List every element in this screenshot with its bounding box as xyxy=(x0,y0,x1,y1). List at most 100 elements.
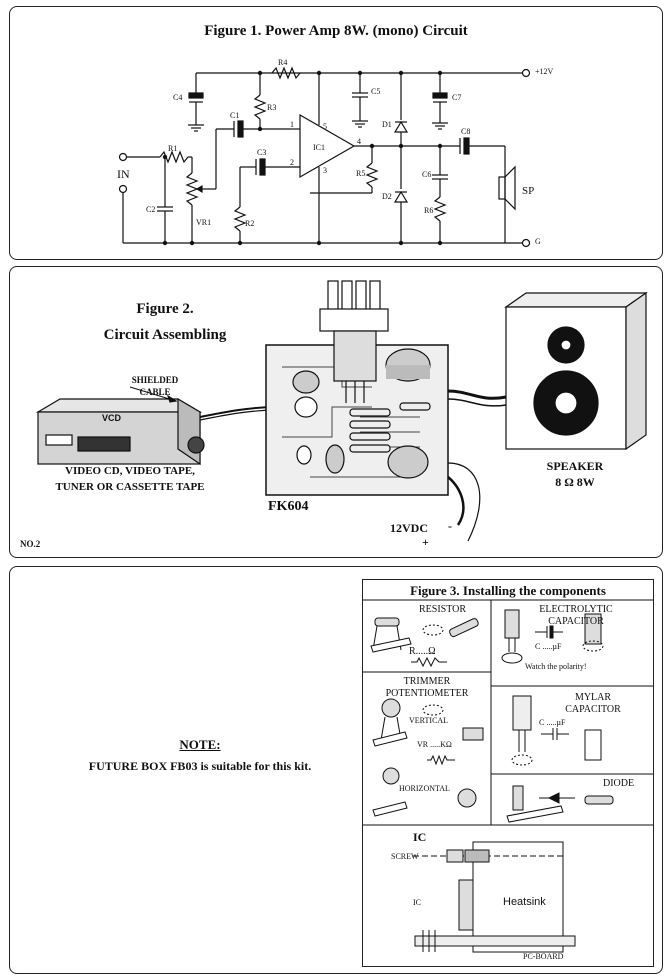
label-pin4: 4 xyxy=(357,137,361,146)
supply-plus-label: + xyxy=(422,535,429,549)
trimmer-symbol: VR .....KΩ xyxy=(417,740,452,749)
label-plus12v: +12V xyxy=(535,67,554,76)
figure1-title: Figure 1. Power Amp 8W. (mono) Circuit xyxy=(204,23,468,39)
label-c5: C5 xyxy=(371,87,381,96)
figure2-panel: VCD Figure 2. Circuit Assembling SHIELDE… xyxy=(9,266,663,558)
shielded-cable-label-line2: CABLE xyxy=(139,387,171,397)
trimmer-title-line1: TRIMMER xyxy=(403,676,451,687)
label-r3: R3 xyxy=(267,103,277,112)
label-r5: R5 xyxy=(356,169,366,178)
figure3-panel: NOTE: FUTURE BOX FB03 is suitable for th… xyxy=(9,566,663,974)
resistor-symbol: R.....Ω xyxy=(409,646,436,657)
ic-label: IC xyxy=(413,898,421,907)
r3-resistor xyxy=(253,94,267,120)
electrolytic-install-drawing xyxy=(501,609,604,664)
r2-resistor xyxy=(233,206,247,232)
install-box: Figure 3. Installing the components RESI… xyxy=(362,579,654,967)
trimmer-horizontal-label: HORIZONTAL xyxy=(399,784,450,793)
c3-capacitor xyxy=(259,158,266,176)
input-terminal xyxy=(118,152,128,162)
source-label-line1: VIDEO CD, VIDEO TAPE, xyxy=(65,465,195,477)
panel-number: NO.2 xyxy=(20,539,41,549)
d2-diode xyxy=(393,190,409,203)
label-r4: R4 xyxy=(278,58,288,67)
shielded-cable-label-line1: SHIELDED xyxy=(131,375,179,385)
speaker-cabinet-illustration xyxy=(504,291,648,451)
d1-diode xyxy=(393,120,409,133)
label-r1: R1 xyxy=(168,144,178,153)
power-amp-schematic xyxy=(118,66,531,248)
label-c4: C4 xyxy=(173,93,183,102)
label-c6: C6 xyxy=(422,170,432,179)
mylar-symbol: C .....µF xyxy=(539,718,566,727)
install-illustrations xyxy=(363,599,653,953)
ic-title: IC xyxy=(413,830,427,844)
label-ic1: IC1 xyxy=(313,143,325,152)
trimmer-vertical-label: VERTICAL xyxy=(409,716,449,725)
label-g: G xyxy=(535,237,541,246)
electrolytic-title-line2: CAPACITOR xyxy=(548,616,604,627)
label-d2: D2 xyxy=(382,192,392,201)
figure2-title-line1: Figure 2. xyxy=(136,301,194,317)
mylar-install-drawing xyxy=(511,695,602,766)
vcd-display-label: VCD xyxy=(102,413,122,423)
vcd-player-illustration xyxy=(35,397,205,466)
ground-terminal xyxy=(521,238,531,248)
note-text: FUTURE BOX FB03 is suitable for this kit… xyxy=(88,759,312,773)
input-ground-terminal xyxy=(118,184,128,194)
diode-install-drawing xyxy=(506,785,614,823)
source-label-line2: TUNER OR CASSETTE TAPE xyxy=(55,481,205,493)
r4-resistor xyxy=(271,66,301,80)
label-c2: C2 xyxy=(146,205,156,214)
diode-title: DIODE xyxy=(603,778,635,789)
resistor-title: RESISTOR xyxy=(419,604,467,615)
figure1-panel: Figure 1. Power Amp 8W. (mono) Circuit xyxy=(9,6,663,260)
r5-resistor xyxy=(365,162,379,188)
figure2-title-line2: Circuit Assembling xyxy=(103,327,227,343)
label-vr1: VR1 xyxy=(196,218,212,227)
speaker-label-line2: 8 Ω 8W xyxy=(555,475,595,489)
label-c1: C1 xyxy=(230,111,240,120)
ic-screw-label: SCREW xyxy=(391,852,419,861)
label-sp: SP xyxy=(522,185,535,197)
speaker-symbol xyxy=(498,176,506,200)
vr1-potentiometer xyxy=(185,172,199,206)
r1-resistor xyxy=(159,150,189,164)
label-pin2: 2 xyxy=(290,158,294,167)
assembly-illustration xyxy=(35,280,648,542)
supply-label: 12VDC xyxy=(390,521,428,535)
label-pin5: 5 xyxy=(323,122,327,131)
mylar-title-line1: MYLAR xyxy=(574,692,612,703)
label-c3: C3 xyxy=(257,148,267,157)
label-r2: R2 xyxy=(245,219,255,228)
heatsink-illustration xyxy=(319,280,389,403)
c1-capacitor xyxy=(237,120,244,138)
trimmer-title-line2: POTENTIOMETER xyxy=(385,688,469,699)
figure3-title: Figure 3. Installing the components xyxy=(410,583,606,598)
mylar-title-line2: CAPACITOR xyxy=(565,704,621,715)
speaker-label-line1: SPEAKER xyxy=(546,459,604,473)
plus12v-terminal xyxy=(521,68,531,78)
note-heading: NOTE: xyxy=(179,737,221,752)
c8-capacitor xyxy=(463,137,470,155)
label-pin3: 3 xyxy=(323,166,327,175)
ic-heatsink-drawing xyxy=(413,841,576,953)
supply-minus-label: - xyxy=(448,519,452,533)
label-in: IN xyxy=(117,167,130,181)
pcboard-label: PC-BOARD xyxy=(523,952,564,961)
heatsink-label: Heatsink xyxy=(503,896,546,908)
resistor-install-drawing xyxy=(370,617,479,668)
label-c8: C8 xyxy=(461,127,471,136)
trimmer-install-drawing xyxy=(372,698,484,817)
label-c7: C7 xyxy=(452,93,462,102)
c7-capacitor xyxy=(432,92,448,99)
electrolytic-title-line1: ELECTROLYTIC xyxy=(539,604,613,615)
label-pin1: 1 xyxy=(290,120,294,129)
c4-capacitor xyxy=(188,92,204,99)
board-label: FK604 xyxy=(268,499,309,514)
label-r6: R6 xyxy=(424,206,434,215)
label-d1: D1 xyxy=(382,120,392,129)
electrolytic-symbol: C .....µF xyxy=(535,642,562,651)
ic1-amplifier xyxy=(299,113,356,179)
r6-resistor xyxy=(433,196,447,222)
